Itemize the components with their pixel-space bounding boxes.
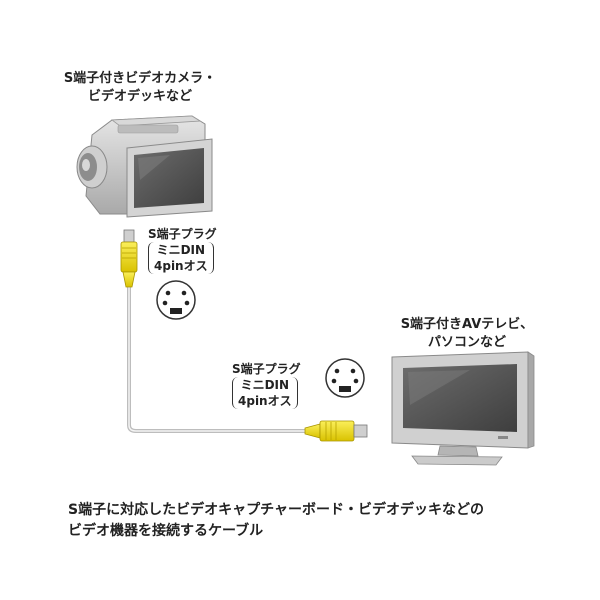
plug-spec-bottom-detail1: ミニDIN <box>240 378 290 392</box>
tv-label: S端子付きAVテレビ、 パソコンなど <box>372 316 562 352</box>
camera-label-line1: S端子付きビデオカメラ・ <box>63 71 217 86</box>
s-video-plug-top-icon <box>120 229 138 288</box>
camera-label-line2: ビデオデッキなど <box>87 89 192 104</box>
caption: S端子に対応したビデオキャプチャーボード・ビデオデッキなどの ビデオ機器を接続す… <box>68 500 568 542</box>
plug-spec-bottom-name: S端子プラグ <box>232 362 301 376</box>
tv-monitor-icon <box>391 351 535 466</box>
plug-spec-bottom: S端子プラグ ミニDIN 4pinオス <box>232 361 301 409</box>
s-video-plug-bottom-icon <box>304 420 368 442</box>
cable <box>127 286 310 433</box>
mini-din-4pin-face-top-icon <box>156 280 196 320</box>
mini-din-4pin-face-bottom-icon <box>325 358 365 398</box>
plug-spec-top-name: S端子プラグ <box>148 227 217 241</box>
video-camera-icon <box>76 115 213 218</box>
plug-spec-bottom-details: ミニDIN 4pinオス <box>232 377 298 409</box>
tv-label-line1: S端子付きAVテレビ、 <box>400 317 534 332</box>
plug-spec-top-detail2: 4pinオス <box>154 259 208 273</box>
plug-spec-top-detail1: ミニDIN <box>156 243 206 257</box>
plug-spec-bottom-detail2: 4pinオス <box>238 394 292 408</box>
caption-line2: ビデオ機器を接続するケーブル <box>68 523 264 539</box>
caption-line1: S端子に対応したビデオキャプチャーボード・ビデオデッキなどの <box>68 502 484 518</box>
tv-label-line2: パソコンなど <box>427 335 506 350</box>
camera-label: S端子付きビデオカメラ・ ビデオデッキなど <box>40 70 240 106</box>
plug-spec-top: S端子プラグ ミニDIN 4pinオス <box>148 226 217 274</box>
plug-spec-top-details: ミニDIN 4pinオス <box>148 242 214 274</box>
